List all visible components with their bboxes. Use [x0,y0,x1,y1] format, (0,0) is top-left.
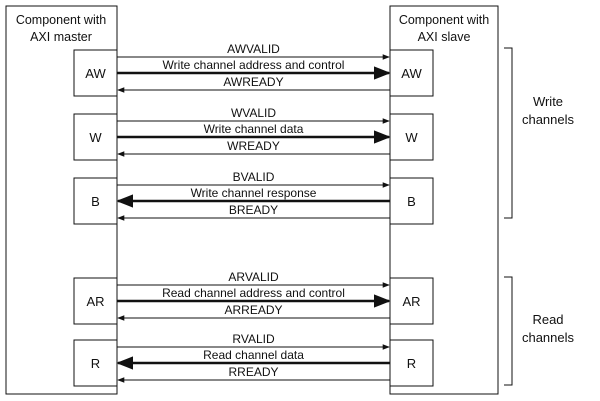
w-ready-label: WREADY [227,139,280,153]
master-title-line1: Component with [16,13,106,27]
read-group-label-line1: Read [532,312,563,327]
slave-ar-label: AR [402,294,420,309]
master-w-box [73,113,118,161]
ar-ready-label: ARREADY [224,303,282,317]
master-title-line2: AXI master [30,30,92,44]
b-data-label: Write channel response [191,186,317,200]
slave-b-label: B [407,194,416,209]
channel-rows: AW AW AWVALID Write channel address and con… [73,42,434,387]
slave-aw-box [389,49,434,97]
slave-b-box [389,177,434,225]
r-valid-label: RVALID [232,332,275,346]
slave-title-line1: Component with [399,13,489,27]
master-r-label: R [91,356,100,371]
master-b-box [73,177,118,225]
read-group-label-line2: channels [522,330,575,345]
master-ar-box [73,277,118,325]
b-ready-label: BREADY [229,203,278,217]
channel-ar: AR AR ARVALID Read channel address and cont… [73,270,434,325]
write-group-label-line1: Write [533,94,563,109]
slave-w-box [389,113,434,161]
write-group-bracket [504,47,513,219]
ar-data-label: Read channel address and control [162,286,345,300]
b-valid-label: BVALID [233,170,275,184]
slave-ar-box [389,277,434,325]
write-group-label-line2: channels [522,112,575,127]
aw-data-label: Write channel address and control [163,58,345,72]
master-b-label: B [91,194,100,209]
slave-r-label: R [407,356,416,371]
master-w-label: W [89,130,102,145]
aw-ready-label: AWREADY [223,75,283,89]
channel-aw: AW AW AWVALID Write channel address and con… [73,42,434,97]
master-r-box [73,339,118,387]
r-ready-label: RREADY [228,365,278,379]
master-ar-label: AR [86,294,104,309]
slave-r-box [389,339,434,387]
read-group-bracket [504,276,513,386]
ar-valid-label: ARVALID [228,270,279,284]
w-data-label: Write channel data [204,122,304,136]
slave-title-line2: AXI slave [418,30,471,44]
w-valid-label: WVALID [231,106,276,120]
aw-valid-label: AWVALID [227,42,280,56]
master-aw-box [73,49,118,97]
master-aw-label: AW [85,66,106,81]
r-data-label: Read channel data [203,348,304,362]
slave-aw-label: AW [401,66,422,81]
slave-w-label: W [405,130,418,145]
